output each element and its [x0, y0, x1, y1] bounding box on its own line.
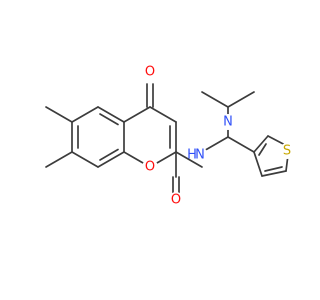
- bond: [201, 91, 229, 108]
- bond: [99, 113, 119, 126]
- bond: [97, 106, 125, 123]
- bond: [264, 166, 283, 172]
- bond: [45, 106, 73, 123]
- atom-labels: O O O N H N S: [142, 64, 295, 208]
- bond: [149, 106, 177, 123]
- bond: [227, 136, 255, 153]
- amine-nitrogen-label: N: [223, 115, 233, 130]
- bond: [123, 106, 151, 123]
- amide-nitrogen-label: N: [195, 148, 205, 163]
- bond: [71, 106, 99, 123]
- molecule-structure: O O O N H N S: [45, 64, 295, 208]
- bond: [71, 151, 99, 168]
- bond: [253, 135, 269, 153]
- bond: [227, 91, 255, 108]
- bond: [97, 151, 125, 168]
- ring-oxygen-label: O: [145, 160, 155, 175]
- amide-hydrogen-label: H: [187, 148, 197, 163]
- carbonyl-oxygen-label: O: [145, 65, 155, 80]
- bond: [253, 151, 263, 177]
- thiophene-sulfur-label: S: [283, 144, 291, 159]
- bond: [45, 151, 73, 168]
- bonds: [45, 83, 290, 194]
- bond: [99, 148, 119, 161]
- bond: [258, 143, 267, 156]
- amide-oxygen-label: O: [171, 193, 181, 208]
- bond: [175, 151, 203, 168]
- bond: [261, 170, 287, 177]
- bond: [201, 136, 229, 153]
- structure-canvas: O O O N H N S: [45, 64, 295, 208]
